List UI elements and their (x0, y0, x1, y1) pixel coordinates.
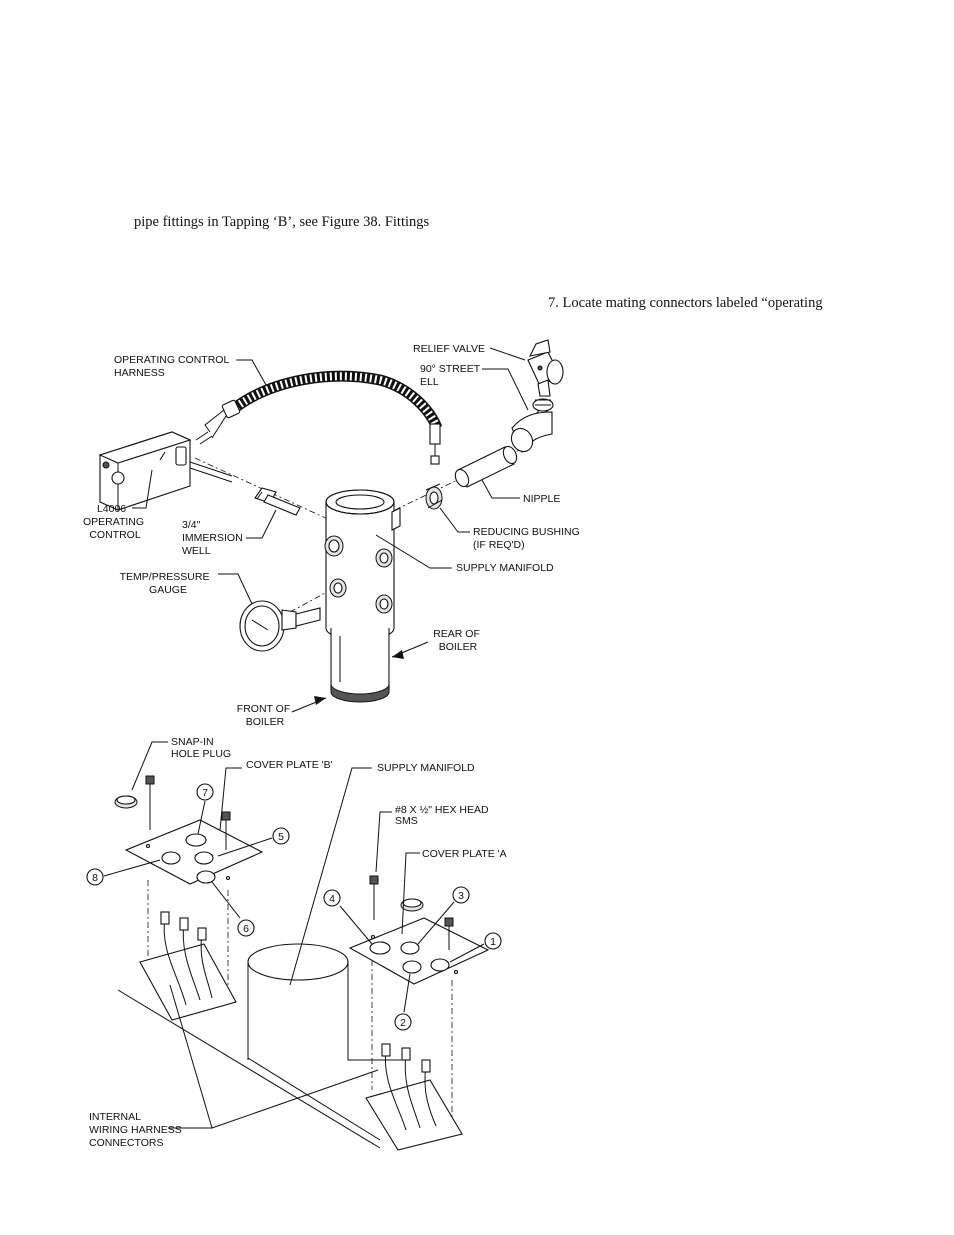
supply-manifold-icon (324, 489, 401, 703)
leader-harness (236, 359, 267, 386)
callout-1: 1 (484, 932, 502, 950)
label-rear-of-boiler: REAR OF BOILER (433, 628, 483, 653)
svg-text:3: 3 (458, 890, 464, 902)
label-relief-valve: RELIEF VALVE (413, 343, 485, 355)
label-cover-plate-b: COVER PLATE 'B' (246, 759, 333, 771)
leader-callout-8 (103, 859, 161, 877)
svg-text:8: 8 (92, 872, 98, 884)
reducing-bushing-icon (425, 483, 443, 510)
label-l4006-operating-control: L4006 OPERATING CONTROL (83, 503, 147, 541)
callout-8: 8 (86, 868, 104, 886)
relief-valve-icon (527, 339, 564, 397)
leader-supply-manifold-bottom (289, 767, 372, 986)
body-text-fittings: pipe fittings in Tapping ‘B’, see Figure… (134, 214, 430, 230)
callout-6: 6 (237, 919, 255, 937)
snap-in-hole-plug-icon (114, 795, 138, 809)
label-internal-wiring-harness: INTERNAL WIRING HARNESS CONNECTORS (89, 1111, 185, 1149)
label-cover-plate-a: COVER PLATE 'A (422, 848, 507, 860)
label-street-ell: 90° STREET ELL (420, 363, 483, 388)
callout-2: 2 (394, 1013, 412, 1031)
label-reducing-bushing: REDUCING BUSHING (IF REQ'D) (473, 526, 583, 551)
leader-nipple (481, 479, 520, 499)
operating-control-harness-icon (204, 370, 443, 465)
cover-plate-a-icon (348, 917, 490, 985)
leader-street-ell (482, 368, 529, 411)
leader-callout-5 (217, 837, 273, 857)
leader-snap-in (131, 741, 168, 791)
supply-manifold-cylinder-icon (247, 943, 349, 1060)
label-front-of-boiler: FRONT OF BOILER (237, 703, 293, 728)
leader-reducing-bushing (439, 507, 470, 533)
leader-l4006 (132, 469, 153, 509)
leader-internal-harness (168, 984, 379, 1129)
svg-text:7: 7 (202, 787, 208, 799)
cover-plate-b-icon (124, 819, 264, 885)
label-temp-pressure-gauge: TEMP/PRESSURE GAUGE (120, 571, 213, 596)
leader-callout-6 (211, 881, 241, 919)
callout-4: 4 (323, 889, 341, 907)
leader-callout-2 (403, 973, 411, 1013)
temp-pressure-gauge-icon (239, 600, 321, 652)
label-supply-manifold-top: SUPPLY MANIFOLD (456, 562, 554, 574)
svg-text:2: 2 (400, 1017, 406, 1029)
leader-cover-plate-b (219, 767, 242, 831)
label-nipple: NIPPLE (523, 493, 560, 505)
leader-gauge (218, 573, 253, 605)
label-supply-manifold-bottom: SUPPLY MANIFOLD (377, 762, 475, 774)
leader-cover-plate-a (401, 852, 420, 935)
label-hex-head-sms: #8 X ½" HEX HEAD SMS (395, 804, 492, 827)
leader-callout-4 (339, 905, 373, 945)
leader-callout-1 (449, 943, 485, 963)
immersion-well-icon (254, 487, 301, 516)
svg-text:4: 4 (329, 893, 335, 905)
label-operating-control-harness: OPERATING CONTROL HARNESS (114, 354, 232, 379)
wiring-pocket-b-icon (139, 911, 237, 1021)
callout-3: 3 (452, 886, 470, 904)
callout-7: 7 (196, 783, 214, 801)
leader-callout-7 (197, 800, 206, 835)
leader-immersion-well (246, 509, 277, 539)
wiring-pocket-a-icon (365, 1043, 463, 1151)
screw-a-icon (369, 875, 454, 950)
leader-callout-3 (417, 901, 455, 945)
svg-text:6: 6 (243, 923, 249, 935)
leader-supply-manifold (375, 534, 452, 569)
leader-relief-valve (489, 347, 526, 361)
l4006-operating-control-icon (98, 431, 233, 511)
callout-5: 5 (272, 827, 290, 845)
label-immersion-well: 3/4" IMMERSION WELL (182, 519, 246, 557)
label-snap-in-hole-plug: SNAP-IN HOLE PLUG (171, 736, 231, 760)
nipple-icon (454, 445, 518, 488)
street-ell-icon (510, 398, 554, 454)
svg-text:5: 5 (278, 831, 284, 843)
leader-hex-head (375, 811, 392, 873)
screw-icon (145, 775, 231, 850)
svg-text:1: 1 (490, 936, 496, 948)
snap-in-plug-a-icon (400, 898, 424, 912)
body-text-step-7: 7. Locate mating connectors labeled “ope… (548, 295, 823, 311)
